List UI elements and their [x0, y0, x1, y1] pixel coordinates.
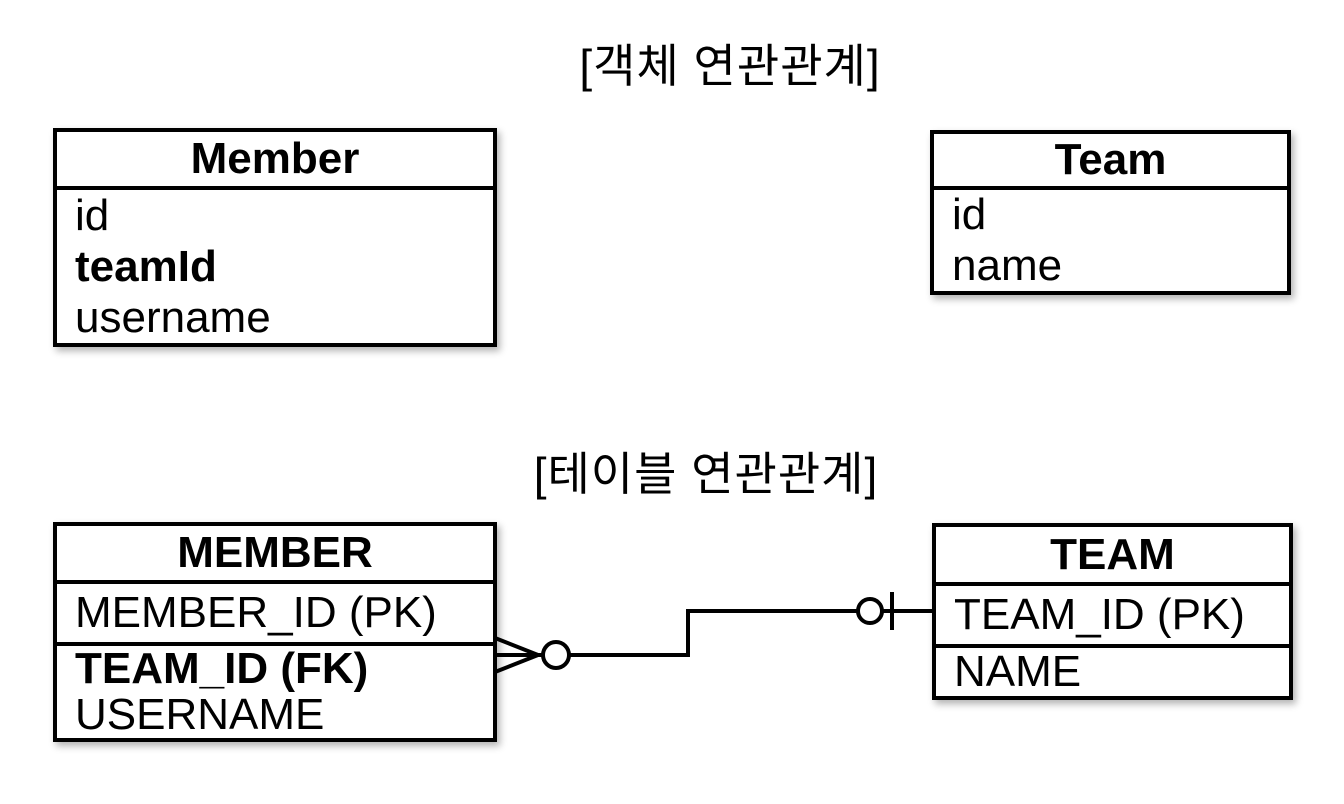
team-table-pk-field: TEAM_ID (PK): [936, 586, 1289, 648]
member-object-field-teamid: teamId: [75, 241, 217, 291]
member-object-field-username: username: [75, 292, 271, 342]
team-object-field-id: id: [952, 190, 987, 240]
relationship-line: [569, 609, 858, 657]
team-object-field-name: name: [952, 240, 1063, 290]
member-object-box: Member id teamId username: [53, 128, 497, 347]
team-object-box-body: id name: [934, 190, 1287, 291]
member-object-field-id: id: [75, 190, 110, 240]
member-table-box-title: MEMBER: [57, 526, 493, 584]
team-table-box: TEAM TEAM_ID (PK) NAME: [932, 523, 1293, 700]
team-object-box-title: Team: [934, 134, 1287, 190]
member-table-box: MEMBER MEMBER_ID (PK) TEAM_ID (FK) USERN…: [53, 522, 497, 742]
member-table-field-teamid-fk: TEAM_ID (FK): [75, 644, 369, 693]
team-table-box-title: TEAM: [936, 527, 1289, 586]
member-object-box-body: id teamId username: [57, 190, 493, 343]
table-diagram-title: [테이블 연관관계]: [533, 448, 879, 500]
member-table-field-username: USERNAME: [75, 690, 325, 739]
crow-foot-many-icon: [494, 636, 545, 674]
team-table-field-name: NAME: [954, 647, 1082, 696]
team-object-box: Team id name: [930, 130, 1291, 295]
zero-circle-team-icon: [856, 597, 884, 625]
zero-circle-member-icon: [541, 640, 571, 670]
member-object-box-title: Member: [57, 132, 493, 190]
member-table-box-body: TEAM_ID (FK) USERNAME: [57, 646, 493, 738]
object-diagram-title: [객체 연관관계]: [579, 40, 881, 92]
team-table-box-body: NAME: [936, 648, 1289, 696]
member-table-pk-field: MEMBER_ID (PK): [57, 584, 493, 646]
